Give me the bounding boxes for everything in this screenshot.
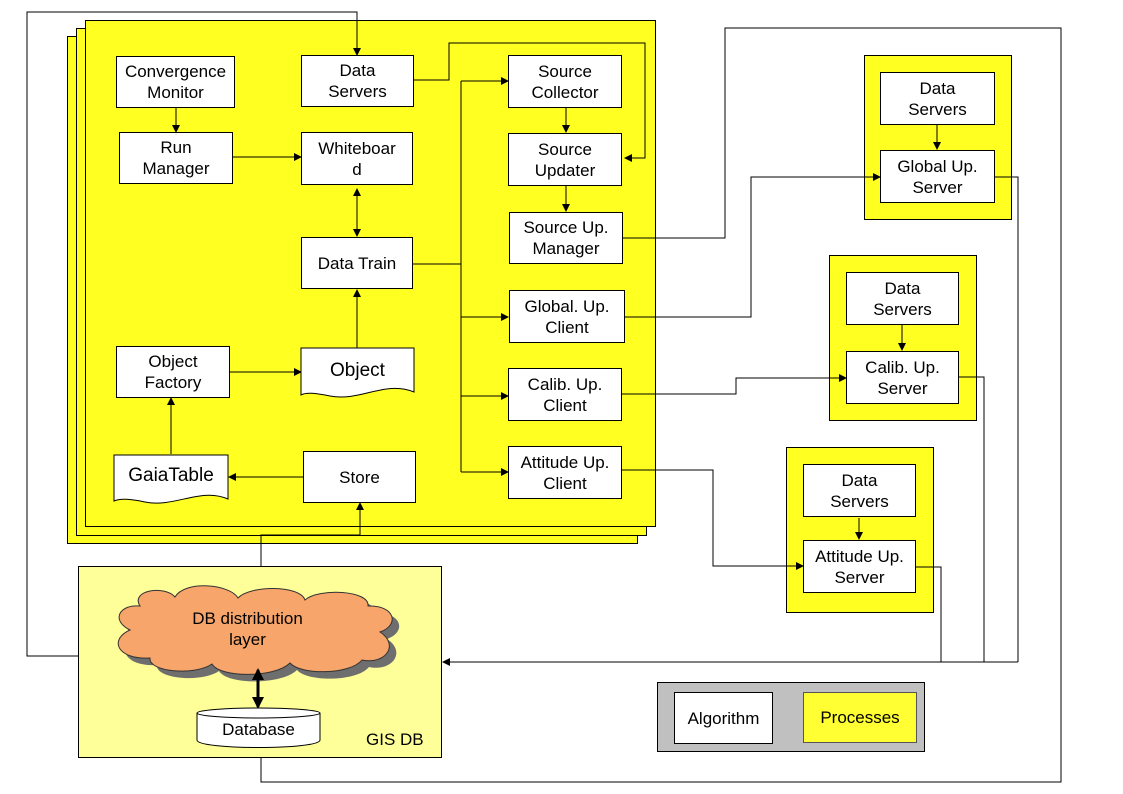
gis-db-title: GIS DB: [366, 730, 424, 749]
gaiatable-label: GaiaTable: [128, 465, 214, 486]
source-collector-box: Source Collector: [508, 55, 622, 108]
attitude-up-client-box: Attitude Up. Client: [508, 446, 622, 499]
object-factory-box: Object Factory: [116, 346, 230, 398]
legend-processes: Processes: [803, 692, 917, 743]
db-distribution-layer-label: DB distribution layer: [192, 609, 303, 649]
database-cylinder: [196, 707, 321, 748]
db-distribution-cloud: [117, 585, 400, 682]
run-manager-box: Run Manager: [119, 132, 233, 184]
legend-algorithm: Algorithm: [674, 692, 773, 744]
global-up-client-box: Global. Up. Client: [509, 290, 625, 343]
source-up-manager-box: Source Up. Manager: [509, 212, 623, 264]
data-servers-box: Data Servers: [301, 55, 414, 107]
calib-data-servers-box: Data Servers: [846, 272, 959, 325]
data-train-box: Data Train: [301, 237, 413, 289]
attitude-data-servers-box: Data Servers: [803, 464, 916, 517]
gaiatable-shape: [113, 454, 229, 504]
whiteboard-box: Whiteboar d: [301, 132, 413, 185]
calib-up-server-box: Calib. Up. Server: [846, 351, 959, 404]
global-up-server-box: Global Up. Server: [880, 150, 995, 203]
convergence-monitor-box: Convergence Monitor: [116, 56, 235, 108]
object-shape: [300, 347, 415, 398]
attitude-up-server-box: Attitude Up. Server: [803, 540, 916, 593]
calib-up-client-box: Calib. Up. Client: [508, 368, 622, 421]
loop-gis-to-dataservers: [26, 11, 361, 657]
object-label: Object: [330, 360, 385, 381]
database-label: Database: [222, 720, 295, 739]
source-updater-box: Source Updater: [508, 133, 622, 186]
store-box: Store: [303, 451, 416, 503]
global-data-servers-box: Data Servers: [880, 72, 995, 125]
